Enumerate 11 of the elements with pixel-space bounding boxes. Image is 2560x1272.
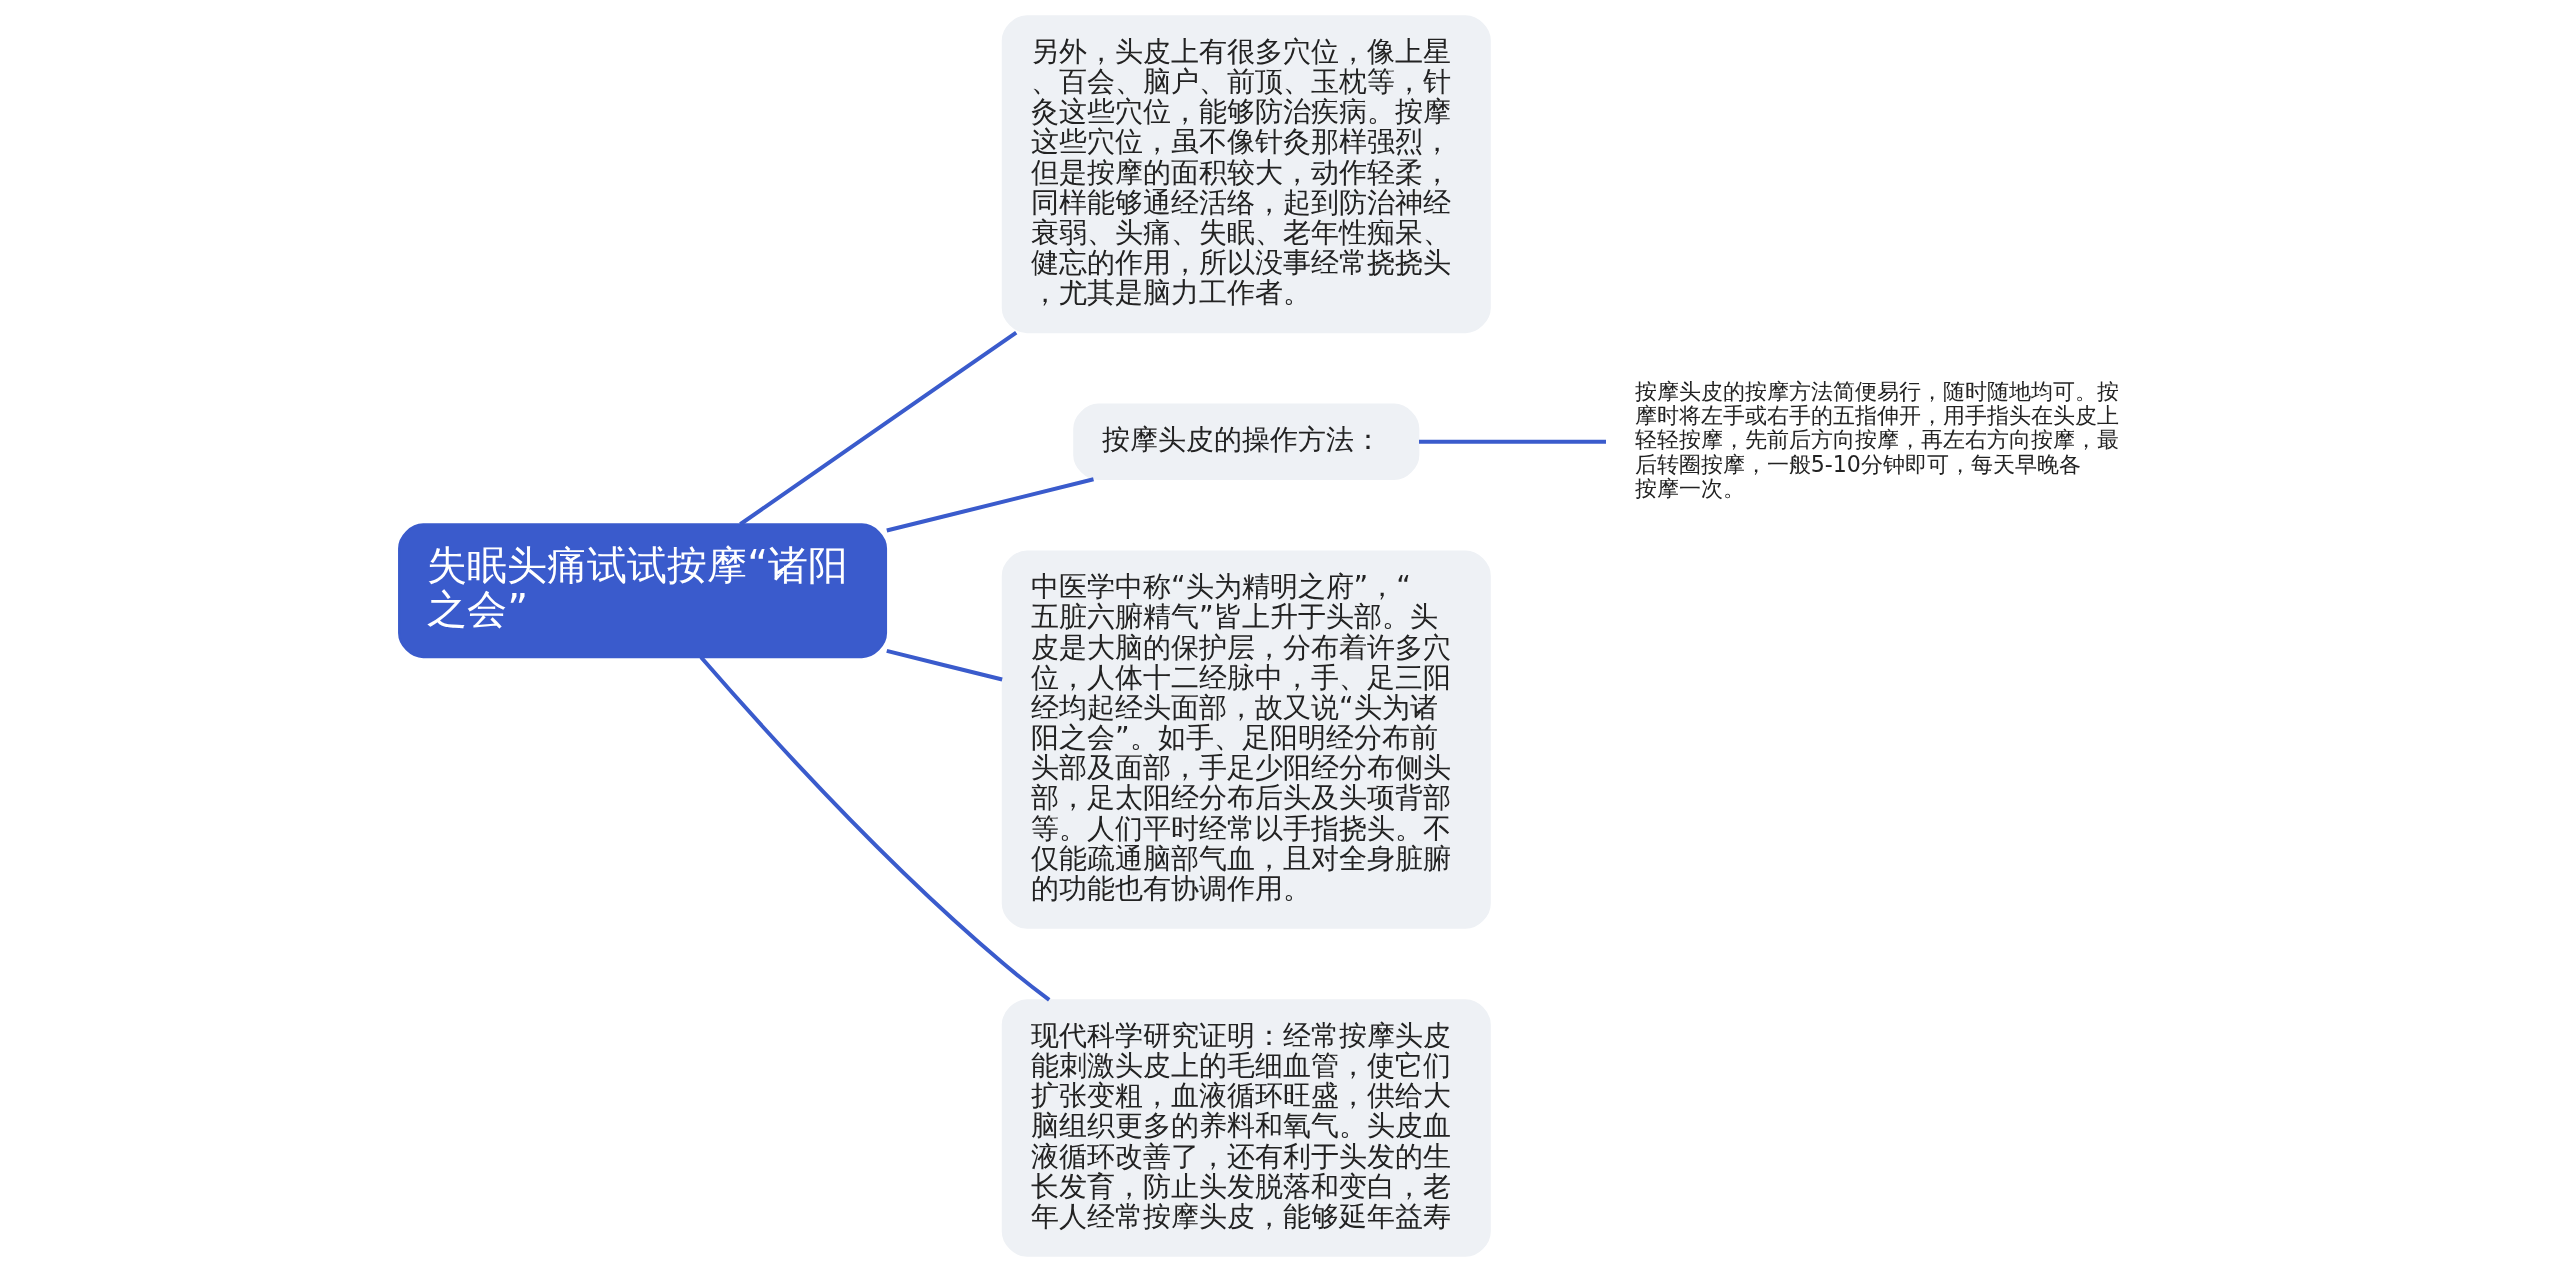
connector <box>699 655 1050 1002</box>
connector <box>738 330 1017 526</box>
node-box: 现代科学研究证明：经常按摩头皮能刺激头皮上的毛细血管，使它们扩张变粗，血液循环旺盛，供给大脑组织更多的养料和氧气。头皮血液循环改善了，还有利于头发的生长发育，防止头发脱落和变白，老年人经常按摩头皮，能够延年益寿 <box>1001 999 1491 1257</box>
connector <box>885 477 1094 533</box>
connector <box>1418 439 1606 444</box>
node-box: 按摩头皮的操作方法： <box>1072 403 1419 481</box>
node-box: 失眠头痛试试按摩“诸阳之会” <box>397 523 887 659</box>
connector <box>885 648 1003 682</box>
node-box: 另外，头皮上有很多穴位，像上星、百会、脑户、前顶、玉枕等，针灸这些穴位，能够防治疾病。按摩这些穴位，虽不像针灸那样强烈，但是按摩的面积较大，动作轻柔，同样能够通经活络，起到防治神经衰弱、头痛、失眠、老年性痴呆、健忘的作用，所以没事经常挠挠头，尤其是脑力工作者。 <box>1001 15 1491 334</box>
node-box: 中医学中称“头为精明之府”，“五脏六腑精气”皆上升于头部。头皮是大脑的保护层，分布着许多穴位，人体十二经脉中，手、足三阳经均起经头面部，故又说“头为诸阳之会”。如手、足阳明经分布前头部及面部，手足少阳经分布侧头部，足太阳经分布后头及头项背部等。人们平时经常以手指挠头。不仅能疏通脑部气血，且对全身脏腑的功能也有协调作用。 <box>1001 550 1491 929</box>
node-text: 按摩头皮的按摩方法简便易行，随时随地均可。按摩时将左手或右手的五指伸开，用手指头在头皮上轻轻按摩，先前后方向按摩，再左右方向按摩，最后转圈按摩，一般5-10分钟即可，每天早晚各按摩一次。 <box>1634 378 2119 501</box>
